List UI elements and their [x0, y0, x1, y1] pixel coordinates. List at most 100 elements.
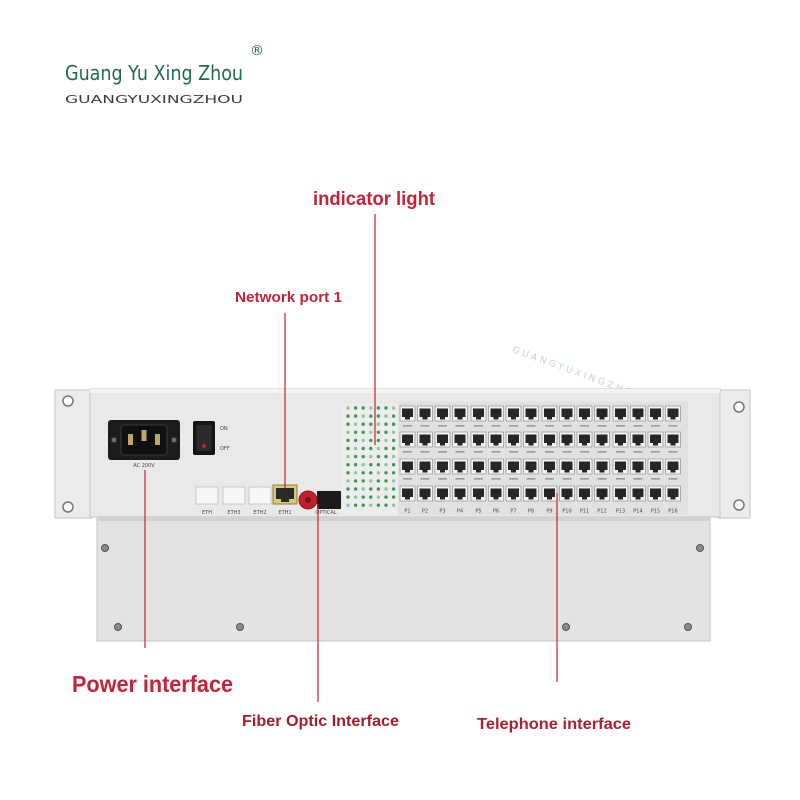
power-pin — [141, 430, 147, 441]
indicator-led — [376, 446, 381, 451]
telephone-port-opening — [402, 461, 413, 470]
telephone-port-opening — [454, 461, 466, 470]
telephone-port-opening — [667, 488, 679, 497]
telephone-port — [647, 485, 664, 502]
indicator-led — [376, 422, 381, 426]
telephone-port-label-strip — [545, 425, 554, 427]
telephone-port-opening — [579, 488, 590, 497]
optical-module — [317, 491, 341, 509]
telephone-port-notch — [476, 497, 481, 500]
telephone-port-opening — [525, 488, 537, 497]
telephone-port — [630, 458, 646, 480]
telephone-port-notch — [476, 443, 481, 446]
eth-label: ETH — [202, 510, 212, 516]
telephone-port-notch — [599, 443, 605, 446]
telephone-port — [665, 431, 681, 453]
indicator-led — [346, 454, 350, 459]
indicator-led — [361, 438, 365, 443]
telephone-port-label-strip — [455, 451, 465, 453]
telephone-port — [559, 405, 575, 427]
indicator-light-label: indicator light — [313, 189, 436, 210]
telephone-port-opening — [437, 461, 448, 470]
indicator-led — [361, 446, 365, 451]
telephone-port-opening — [525, 461, 537, 470]
telephone-port — [541, 485, 558, 502]
telephone-port-opening — [615, 461, 626, 470]
telephone-port — [452, 458, 468, 480]
telephone-port-opening — [454, 408, 466, 417]
network-port-1-notch — [281, 499, 289, 502]
telephone-port-label-strip — [668, 478, 678, 480]
telephone-port-label: P16 — [668, 509, 677, 515]
telephone-port-label-strip — [420, 451, 430, 453]
indicator-led — [369, 438, 373, 443]
telephone-port-label: P14 — [633, 509, 642, 515]
telephone-port-label: P11 — [580, 509, 589, 515]
telephone-port — [630, 405, 646, 427]
telephone-port — [417, 458, 433, 480]
indicator-led — [384, 503, 388, 507]
telephone-port — [541, 458, 558, 480]
indicator-led — [369, 487, 373, 491]
telephone-port-label-strip — [526, 451, 536, 453]
telephone-port-opening — [544, 434, 555, 443]
telephone-port-opening — [596, 488, 608, 497]
telephone-port-notch — [528, 497, 534, 500]
telephone-port — [505, 458, 522, 480]
telephone-port — [523, 485, 539, 502]
indicator-led — [361, 414, 365, 418]
telephone-port-label: P15 — [651, 509, 660, 515]
telephone-port — [647, 405, 664, 427]
telephone-port-notch — [405, 470, 410, 473]
indicator-led — [369, 414, 373, 418]
indicator-led — [369, 406, 373, 410]
telephone-port-label: P8 — [528, 509, 534, 515]
indicator-led — [391, 471, 396, 475]
telephone-port-opening — [596, 434, 608, 443]
telephone-port-label-strip — [526, 425, 536, 427]
telephone-port-notch — [493, 417, 499, 420]
telephone-port-opening — [508, 461, 519, 470]
telephone-port-label-strip — [403, 478, 412, 480]
indicator-led — [346, 503, 350, 507]
indicator-led — [384, 430, 388, 434]
telephone-port-notch — [618, 443, 623, 446]
indicator-led — [361, 487, 365, 491]
indicator-led — [391, 446, 396, 451]
telephone-port — [665, 485, 681, 502]
indicator-led — [384, 438, 388, 443]
telephone-port-opening — [579, 408, 590, 417]
telephone-port-opening — [508, 488, 519, 497]
indicator-led — [369, 503, 373, 507]
telephone-port-label: P9 — [546, 509, 552, 515]
telephone-port-label-strip — [616, 425, 625, 427]
power-interface-label: Power interface — [72, 671, 233, 697]
telephone-port-notch — [653, 443, 658, 446]
telephone-port — [647, 431, 664, 453]
indicator-led — [353, 406, 358, 410]
indicator-led — [346, 414, 350, 418]
telephone-port-opening — [650, 434, 661, 443]
telephone-port-opening — [561, 434, 573, 443]
power-pin — [155, 434, 160, 445]
telephone-port-opening — [437, 408, 448, 417]
telephone-port — [559, 431, 575, 453]
optical-label: OPTICAL — [315, 510, 336, 516]
telephone-port — [399, 431, 416, 453]
telephone-port-notch — [670, 497, 676, 500]
indicator-led — [353, 430, 358, 434]
indicator-led — [391, 479, 396, 483]
telephone-port — [417, 485, 433, 502]
telephone-port-label-strip — [438, 425, 447, 427]
telephone-port-label-strip — [651, 451, 660, 453]
telephone-port — [541, 405, 558, 427]
telephone-port — [470, 405, 487, 427]
telephone-port — [612, 485, 629, 502]
telephone-port-label-strip — [455, 478, 465, 480]
telephone-port-label-strip — [668, 425, 678, 427]
telephone-port-notch — [653, 470, 658, 473]
indicator-led — [391, 414, 396, 418]
indicator-led — [376, 471, 381, 475]
indicator-led — [384, 414, 388, 418]
